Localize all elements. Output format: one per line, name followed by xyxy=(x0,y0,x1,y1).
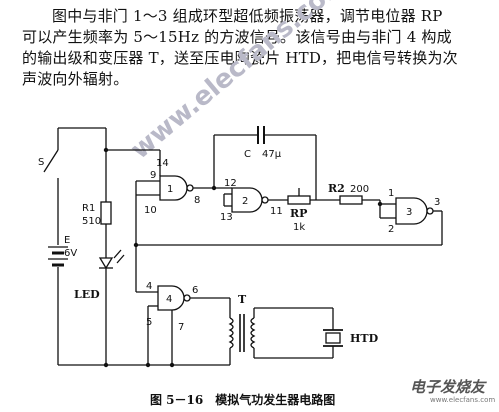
potentiometer-rp xyxy=(287,195,311,205)
label-r1: R1 xyxy=(82,203,95,214)
pin-7: 7 xyxy=(178,322,184,333)
pin-1: 1 xyxy=(388,188,394,199)
label-rp: RP xyxy=(290,207,307,220)
pin-13: 13 xyxy=(220,212,233,223)
label-battery: E xyxy=(64,235,70,246)
site-logo-url: www.elecfans.com xyxy=(430,396,495,404)
gate-3-number: 3 xyxy=(406,207,412,218)
label-transformer: T xyxy=(238,293,247,306)
resistor-r2 xyxy=(339,195,363,205)
label-htd: HTD xyxy=(350,332,379,345)
paragraph-line-2: 可以产生频率为 5～15Hz 的方波信号。该信号由与非门 4 构成 xyxy=(22,28,452,46)
pin-4: 4 xyxy=(146,281,152,292)
paragraph-line-4: 声波向外辐射。 xyxy=(22,70,129,88)
paragraph-line-3: 的输出级和变压器 T，送至压电陶瓷片 HTD，把电信号转换为次 xyxy=(22,49,458,67)
label-r1-value: 510 xyxy=(82,216,101,227)
description-paragraph: 图中与非门 1～3 组成环型超低频振荡器，调节电位器 RP 可以产生频率为 5～… xyxy=(22,6,492,90)
label-capacitor: C xyxy=(244,149,251,160)
pin-3: 3 xyxy=(434,197,440,208)
pin-11: 11 xyxy=(270,206,283,217)
paragraph-line-1: 图中与非门 1～3 组成环型超低频振荡器，调节电位器 RP xyxy=(52,7,443,25)
gate-2-number: 2 xyxy=(242,196,248,207)
figure-caption: 图 5－16 模拟气功发生器电路图 xyxy=(150,392,335,407)
pin-12: 12 xyxy=(224,178,237,189)
nand-gate-1 xyxy=(159,175,188,201)
led-symbol xyxy=(98,257,114,270)
label-r2: R2 xyxy=(328,182,345,195)
watermark: www.elecfans.com xyxy=(125,0,353,165)
pin-2: 2 xyxy=(388,224,394,235)
label-switch: S xyxy=(38,157,44,168)
label-battery-value: 6V xyxy=(64,248,77,259)
pin-6: 6 xyxy=(192,285,198,296)
gate-4-number: 4 xyxy=(166,294,172,305)
pin-14: 14 xyxy=(156,158,169,169)
gate-1-number: 1 xyxy=(167,184,173,195)
pin-8: 8 xyxy=(194,195,200,206)
label-r2-value: 200 xyxy=(350,184,369,195)
pin-9: 9 xyxy=(150,170,156,181)
switch-lever xyxy=(43,149,59,173)
pin-5: 5 xyxy=(146,317,152,328)
resistor-r1 xyxy=(100,201,112,225)
pin-10: 10 xyxy=(144,205,157,216)
label-capacitor-value: 47μ xyxy=(262,149,282,160)
label-rp-value: 1k xyxy=(293,222,305,233)
site-logo: 电子发烧友 xyxy=(410,378,487,396)
label-led: LED xyxy=(74,288,100,301)
